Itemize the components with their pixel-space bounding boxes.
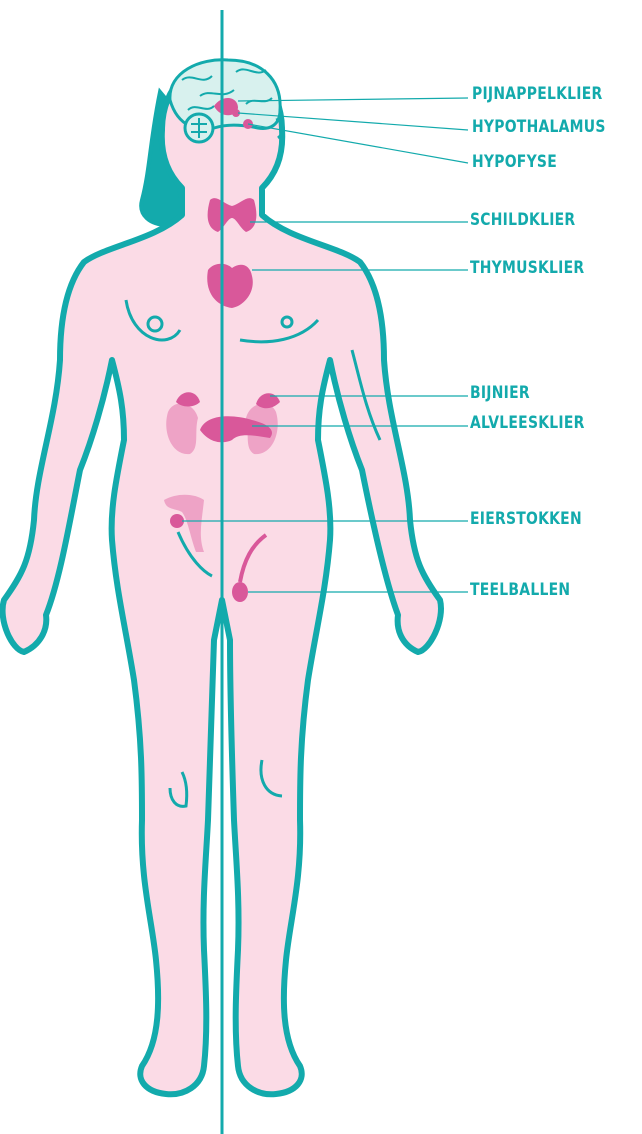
label-schildklier: SCHILDKLIER bbox=[470, 210, 575, 230]
label-hypofyse: HYPOFYSE bbox=[472, 152, 557, 172]
label-thymusklier: THYMUSKLIER bbox=[470, 258, 584, 278]
label-eierstokken: EIERSTOKKEN bbox=[470, 509, 582, 529]
label-hypothalamus: HYPOTHALAMUS bbox=[472, 117, 606, 137]
label-bijnier: BIJNIER bbox=[470, 383, 530, 403]
ovary bbox=[170, 514, 184, 528]
label-teelballen: TEELBALLEN bbox=[470, 580, 570, 600]
testis bbox=[232, 582, 248, 602]
label-alvleesklier: ALVLEESKLIER bbox=[470, 413, 585, 433]
label-pijnappelklier: PIJNAPPELKLIER bbox=[472, 84, 602, 104]
